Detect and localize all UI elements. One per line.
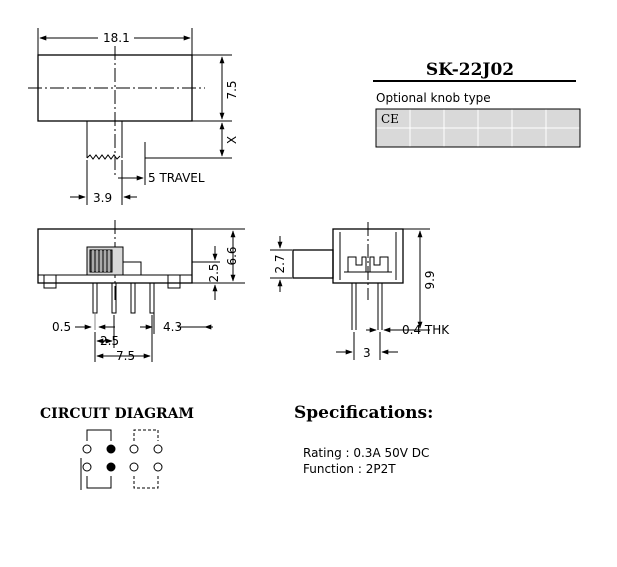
front-view [37,220,245,362]
top-x-label: X [225,136,239,144]
circuit-diagram [80,429,159,490]
pin-spacing-label: 3 [363,346,371,360]
top-width-label: 18.1 [103,31,130,45]
knob-cell-ce: CE [381,112,399,126]
pin-span-label: 7.5 [116,349,135,363]
thickness-label: 0.4 THK [402,323,450,337]
side-height-label: 9.9 [423,270,437,289]
top-height-label: 7.5 [225,80,239,99]
height-body-label: 2.5 [207,263,221,282]
side-view [270,222,430,360]
specs-heading: Specifications: [294,403,433,423]
knob-type-heading: Optional knob type [376,91,491,105]
circuit-contacts [82,444,163,472]
pitch-label: 2.5 [100,334,119,348]
function-line: Function : 2P2T [303,462,396,476]
lead-length-label: 4.3 [163,320,182,334]
top-view [28,28,232,205]
travel-label: 5 TRAVEL [148,171,205,185]
height-total-label: 6.6 [225,246,239,265]
circuit-heading: CIRCUIT DIAGRAM [40,406,194,422]
knob-height-label: 2.7 [273,254,287,273]
pin-width-label: 0.5 [52,320,71,334]
part-number-title: SK-22J02 [426,60,514,80]
knob-type-table: CE [375,108,581,148]
rating-line: Rating : 0.3A 50V DC [303,446,429,460]
knob-offset-label: 3.9 [93,191,112,205]
